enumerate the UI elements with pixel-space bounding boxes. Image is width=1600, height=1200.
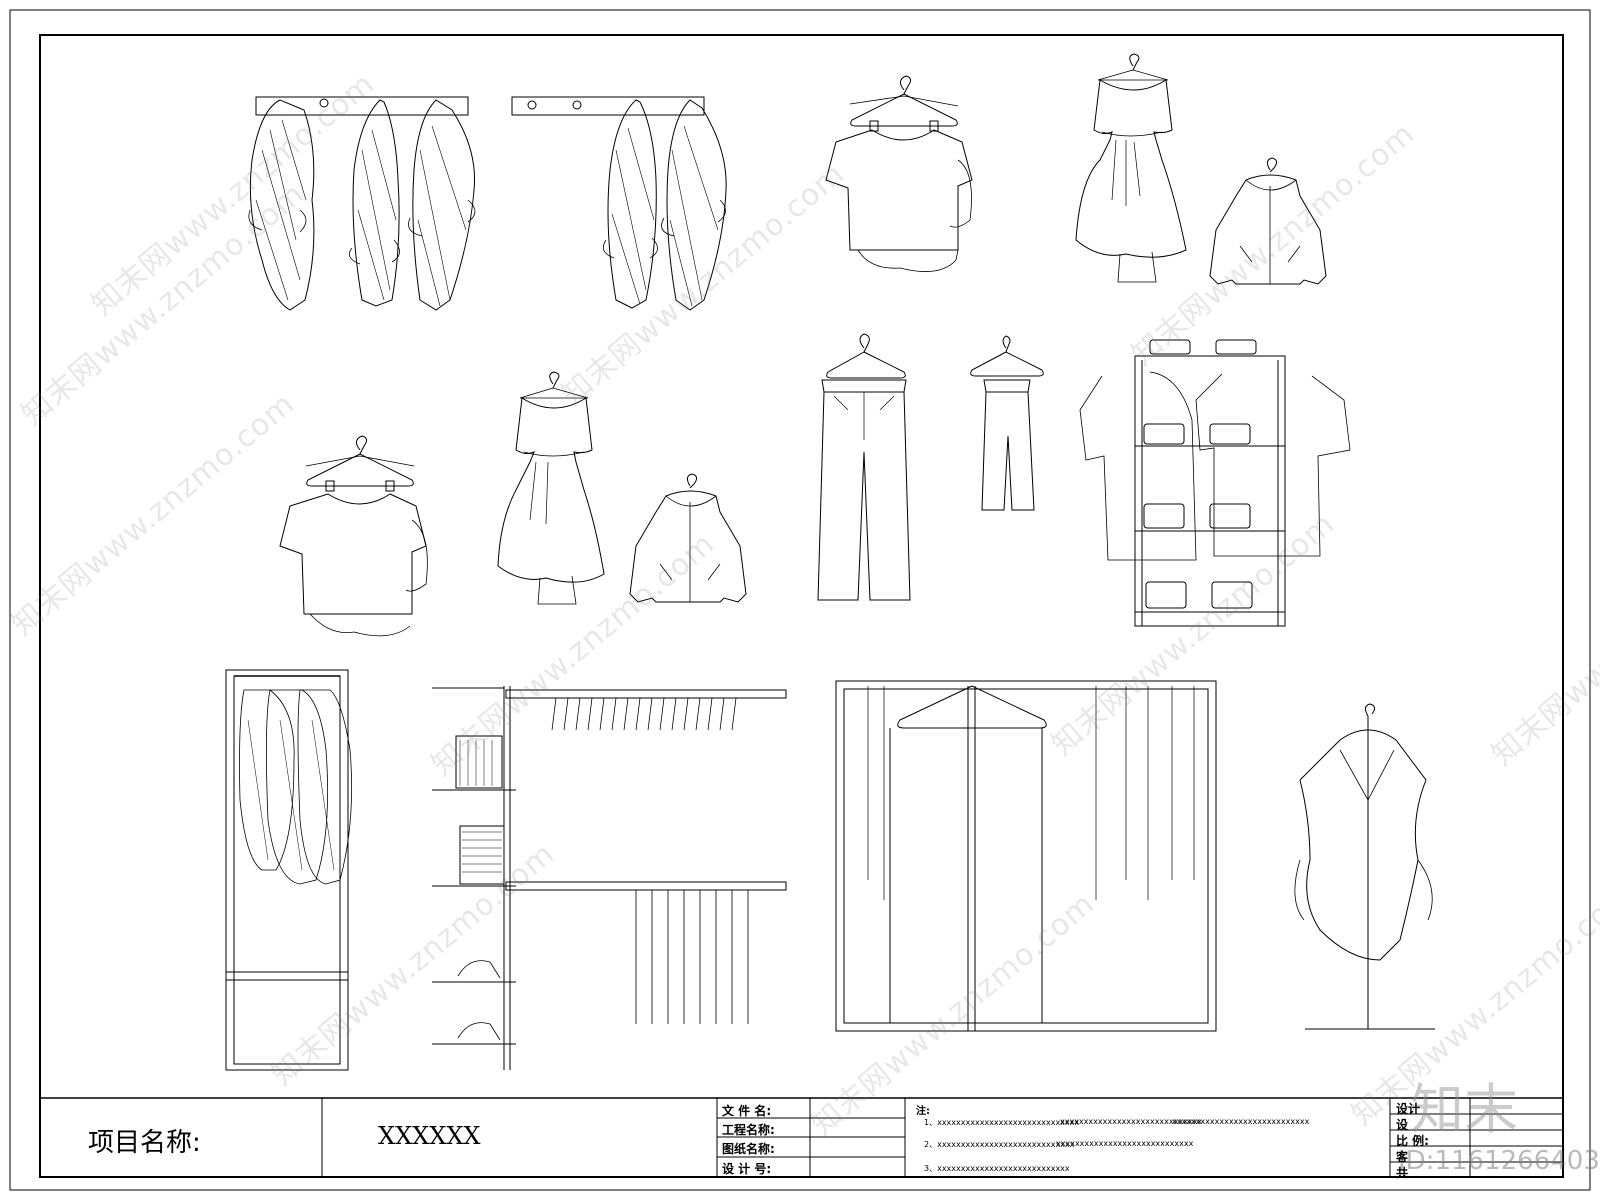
note-3: 3、xxxxxxxxxxxxxxxxxxxxxxxxxxxx: [924, 1164, 1070, 1173]
field-drawing-name: 图纸名称:: [722, 1142, 775, 1156]
standing-garment-rack: [226, 670, 352, 1070]
wall-hook-rail-1: [249, 97, 475, 310]
tshirt-on-hanger-1: [826, 76, 972, 272]
note-2b: xxxxxxxxxxxxxxxxxxxxxxxxxxxxx: [1056, 1139, 1194, 1148]
image-id: ID:1161266403: [1398, 1146, 1600, 1176]
garment-hung-1: [249, 100, 314, 310]
note-1b: xxxxxxxxxxxxxxxxxxxxxxxxxxxxxx: [1060, 1117, 1203, 1126]
wall-shelving-system: [432, 686, 786, 1070]
project-name-label: 项目名称:: [88, 1128, 201, 1158]
brand-logo: 知末: [1410, 1078, 1518, 1141]
jeans-on-hanger-1: [818, 334, 910, 600]
garment-hung-2: [349, 100, 399, 306]
field-design-approve: 设计: [1396, 1102, 1421, 1116]
dress-on-hanger-1: [1076, 54, 1186, 282]
hooded-jacket-1: [1210, 158, 1326, 284]
field-project-name: 工程名称:: [722, 1123, 775, 1137]
field-scale: 比 例:: [1396, 1134, 1429, 1148]
field-file-name: 文 件 名:: [722, 1104, 772, 1118]
frame-display-rack: [836, 681, 1216, 1031]
note-1a: 1、xxxxxxxxxxxxxxxxxxxxxxxxxxxxxx: [924, 1118, 1080, 1127]
note-2a: 2、xxxxxxxxxxxxxxxxxxxxxxxxxxxxx: [924, 1140, 1075, 1149]
field-client: 客: [1396, 1150, 1409, 1164]
field-total: 共: [1396, 1166, 1409, 1180]
display-shelf-unit: [1080, 340, 1350, 626]
garment-hung-4: [603, 100, 657, 308]
mannequin-stand: [1295, 704, 1435, 1029]
garment-hung-5: [662, 100, 727, 310]
field-designer: 设: [1396, 1118, 1409, 1132]
hanging-items-upper: [552, 698, 736, 730]
jeans-on-hanger-2: [971, 336, 1044, 510]
note-1c: xxxxxxxxxxxxxxxxxxxxxxxxxxxxx: [1172, 1117, 1310, 1126]
project-name-value: XXXXXX: [378, 1122, 481, 1150]
dress-on-hanger-2: [498, 372, 604, 604]
wall-hook-rail-2: [512, 97, 726, 310]
folded-stacks: [1144, 340, 1256, 608]
garment-hung-3: [409, 100, 476, 310]
outer-border: [10, 10, 1590, 1190]
hooded-jacket-2: [630, 474, 746, 602]
field-design-number: 设 计 号:: [722, 1162, 772, 1176]
hanging-items-lower: [636, 890, 748, 1024]
drawing-frame: [40, 35, 1563, 1177]
tshirt-on-hanger-2: [280, 436, 427, 636]
notes-label: 注:: [916, 1106, 930, 1117]
